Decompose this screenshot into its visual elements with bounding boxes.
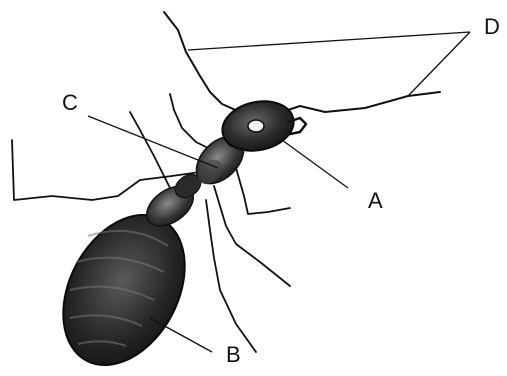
antenna-upper <box>164 12 240 112</box>
leader-line-c <box>88 116 218 168</box>
label-d: D <box>484 16 500 38</box>
leg-mid-right <box>214 186 290 286</box>
antenna-right <box>288 92 440 112</box>
eye <box>248 120 264 132</box>
label-b: B <box>226 344 241 366</box>
leader-line-d-2 <box>408 32 470 96</box>
leader-line-d-1 <box>188 32 470 50</box>
antennae <box>164 12 440 112</box>
label-c: C <box>62 92 78 114</box>
leg-front-left <box>170 94 212 150</box>
label-a: A <box>368 190 383 212</box>
leader-line-a <box>282 140 348 188</box>
leg-hind-right <box>206 200 256 352</box>
abdomen <box>39 194 209 376</box>
